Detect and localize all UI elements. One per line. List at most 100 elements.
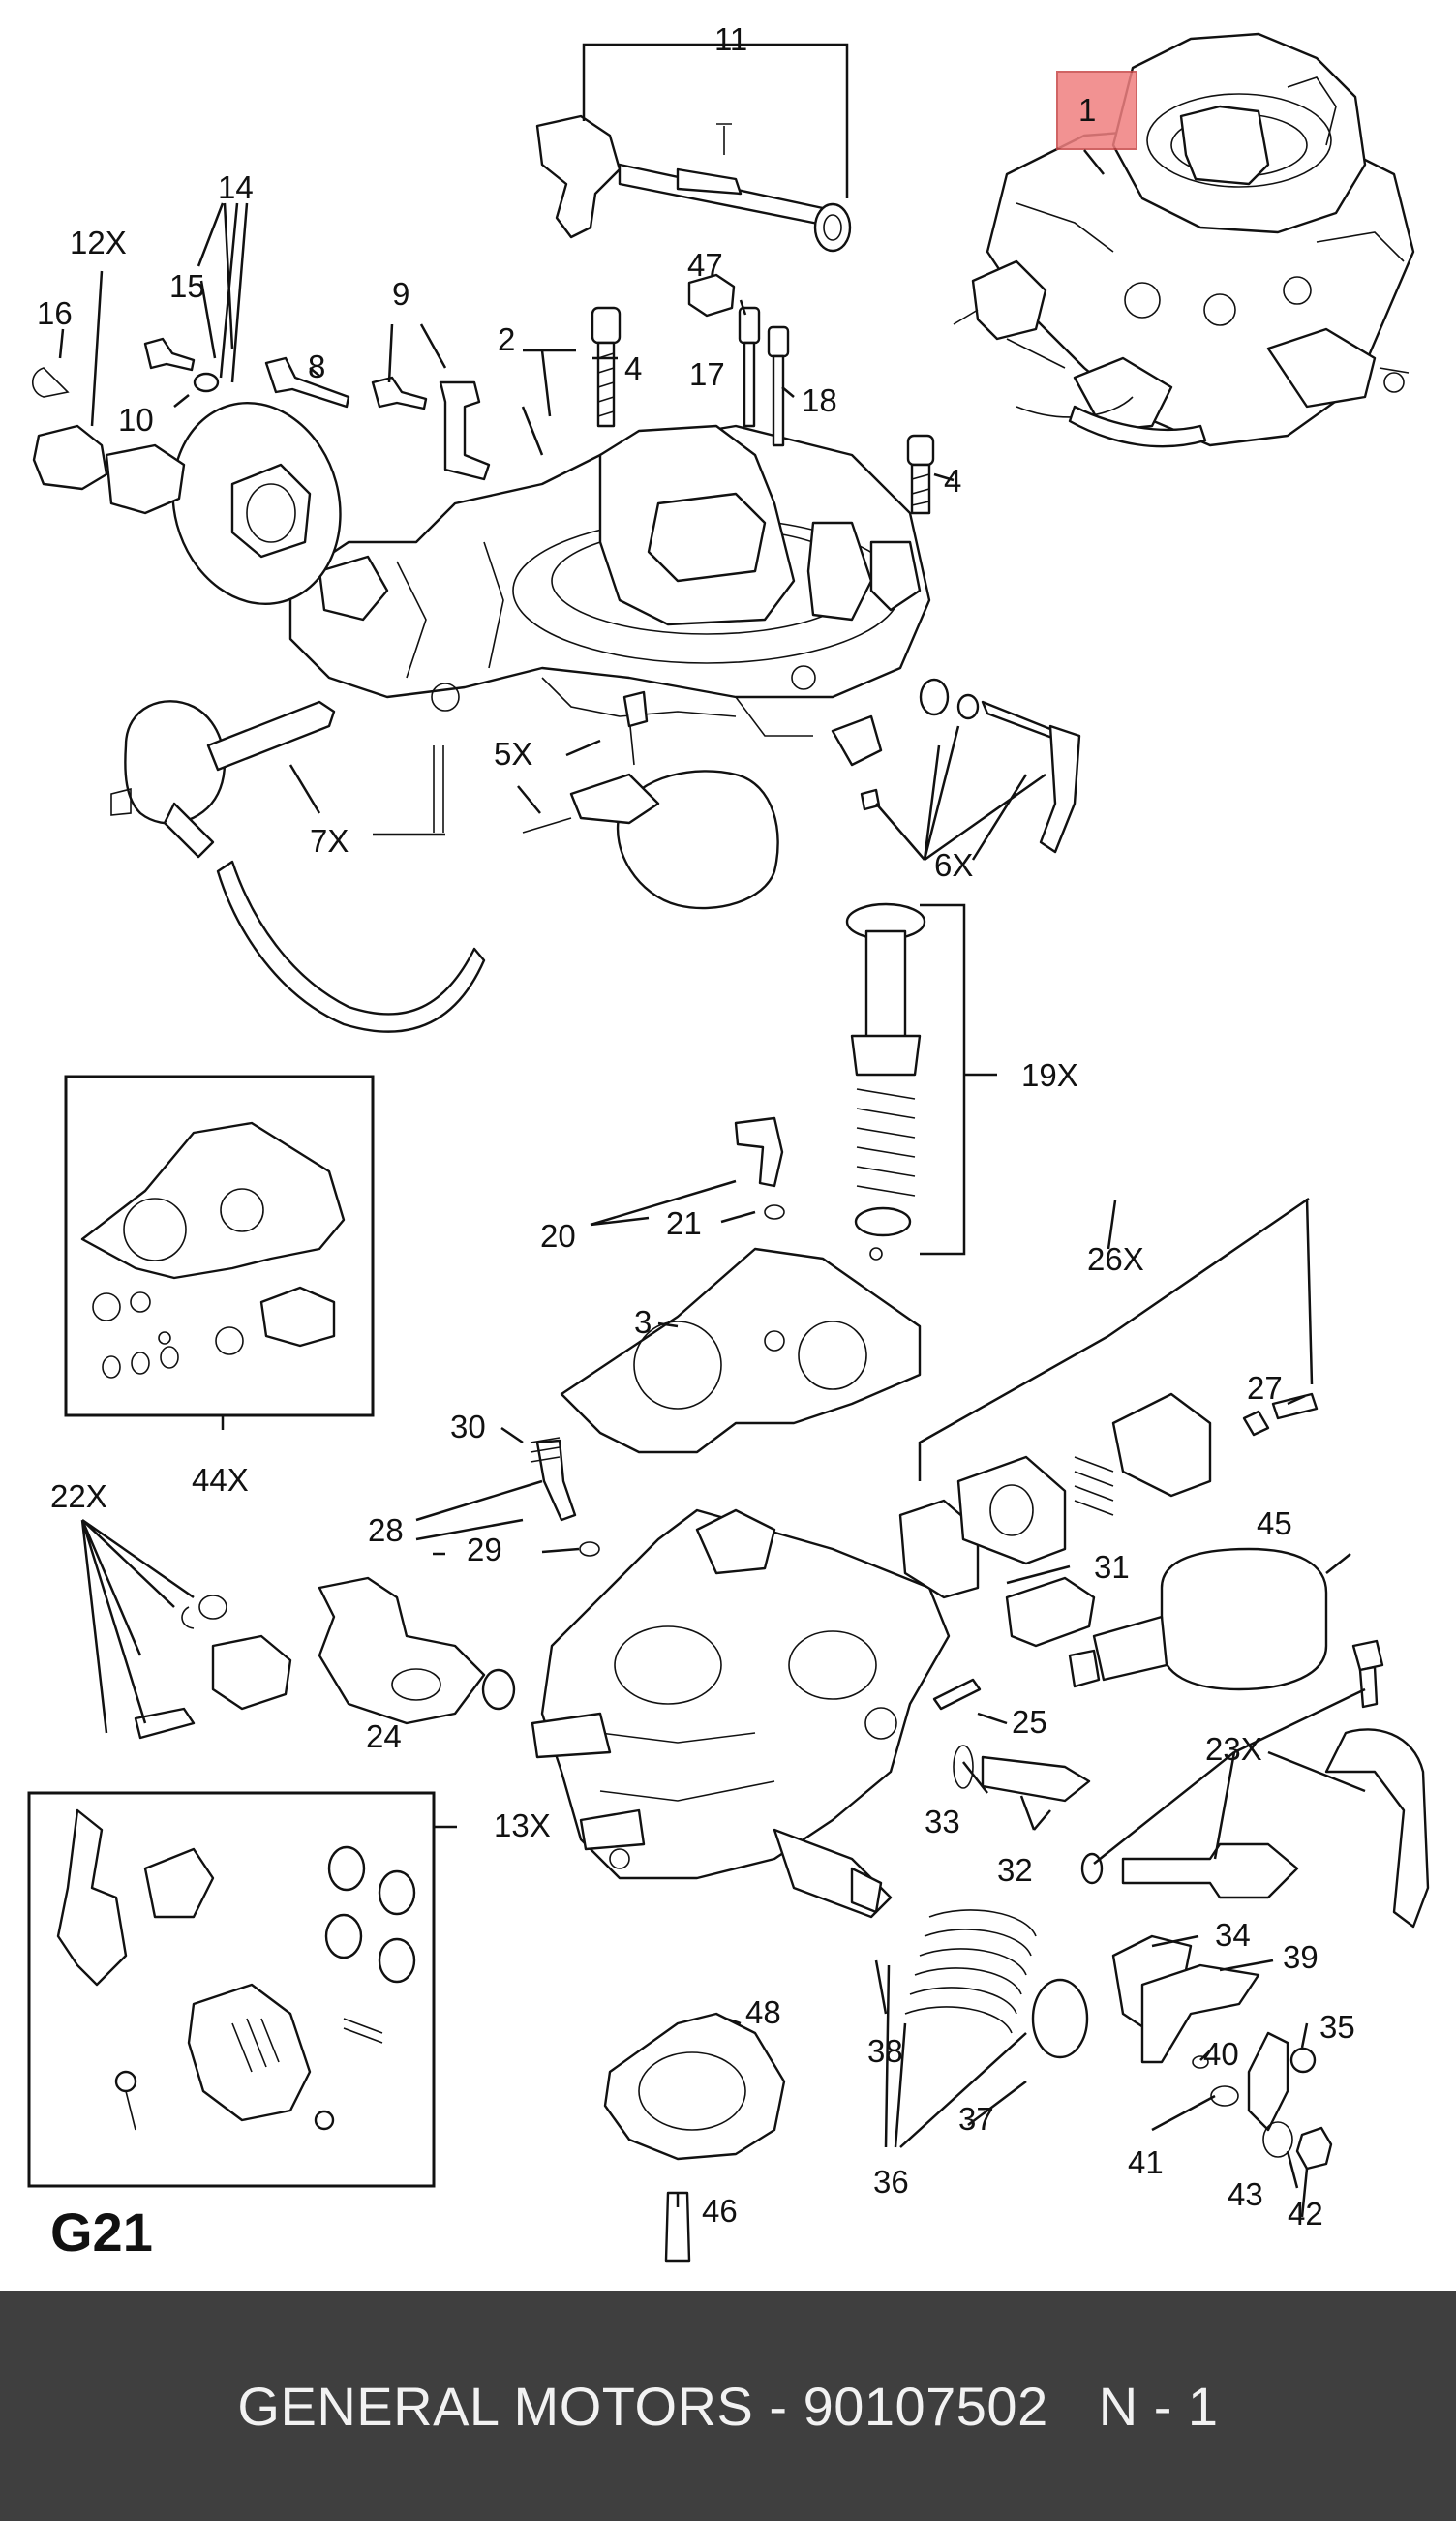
- pin-17: [738, 306, 761, 428]
- callout-3: 3: [634, 1304, 652, 1340]
- washer-14: [193, 372, 220, 393]
- callout-39: 39: [1283, 1939, 1319, 1975]
- callout-29: 29: [467, 1532, 502, 1567]
- callout-32: 32: [997, 1852, 1033, 1888]
- footer-quantity: N - 1: [1098, 2375, 1219, 2437]
- callout-8: 8: [308, 349, 325, 384]
- callout-4-left: 4: [624, 350, 642, 386]
- callout-14: 14: [218, 169, 254, 205]
- callout-43: 43: [1228, 2176, 1263, 2212]
- assembled-carburetor-illustration: [953, 32, 1415, 448]
- callout-37: 37: [958, 2101, 994, 2137]
- callout-45: 45: [1257, 1505, 1292, 1541]
- callout-11: 11: [714, 21, 747, 57]
- callout-6X: 6X: [934, 847, 973, 883]
- gasket-kit-44-illustration: [80, 1121, 346, 1379]
- screw-25: [932, 1678, 982, 1711]
- callout-7X: 7X: [310, 823, 349, 859]
- stud-46: [664, 2191, 691, 2263]
- callout-33: 33: [925, 1804, 960, 1839]
- screw-4-right: [906, 434, 935, 515]
- callout-16: 16: [37, 295, 73, 331]
- nut-47: [687, 273, 736, 318]
- choke-cover-disc: [171, 402, 342, 605]
- washer-29: [579, 1541, 600, 1557]
- washer-33: [953, 1745, 974, 1789]
- throttle-lever-group: [1111, 1934, 1333, 2171]
- solenoid-45: [1068, 1547, 1328, 1691]
- accelerator-pump-5: [522, 690, 779, 910]
- callout-34: 34: [1215, 1917, 1251, 1953]
- carburetor-main-body: [531, 1508, 951, 1919]
- callout-17: 17: [689, 356, 725, 392]
- callout-27: 27: [1247, 1370, 1283, 1406]
- pump-piston-19: [845, 902, 926, 1260]
- callout-1-highlight: [1056, 71, 1138, 150]
- callout-23X: 23X: [1205, 1731, 1262, 1767]
- connector-12: [32, 424, 108, 491]
- footer-bar: GENERAL MOTORS - 90107502 N - 1: [0, 2291, 1456, 2521]
- callout-1: 1: [1078, 92, 1096, 128]
- gasket-3: [560, 1247, 922, 1454]
- exploded-parts-diagram: 1 2 3 4 4 5X 6X 7X 8 9 10 11 12X 13X 14 …: [27, 21, 1430, 2263]
- screw-10: [371, 376, 428, 410]
- o-ring-link: [433, 745, 444, 833]
- callout-13X: 13X: [494, 1807, 551, 1843]
- callout-9: 9: [392, 276, 410, 312]
- spring-30: [530, 1437, 561, 1463]
- callout-labels: 1 2 3 4 4 5X 6X 7X 8 9 10 11 12X 13X 14 …: [37, 21, 1355, 2232]
- callout-26X: 26X: [1087, 1241, 1144, 1277]
- callout-18: 18: [802, 382, 837, 418]
- enrichment-diaphragm-26: [898, 1392, 1319, 1599]
- vacuum-unit-7: [110, 700, 336, 859]
- callout-44X: 44X: [192, 1462, 249, 1498]
- callout-35: 35: [1320, 2009, 1355, 2045]
- footer-brand-part-number: GENERAL MOTORS - 90107502: [237, 2375, 1048, 2437]
- callout-22X: 22X: [50, 1478, 107, 1514]
- screw-8: [264, 356, 350, 409]
- callout-19X: 19X: [1021, 1057, 1078, 1093]
- callout-5X: 5X: [494, 736, 532, 772]
- callout-10: 10: [118, 402, 154, 438]
- callout-20: 20: [540, 1218, 576, 1254]
- throttle-lever-24: [318, 1576, 516, 1725]
- linkage-kit-13-illustration: [56, 1808, 416, 2131]
- jet-20: [734, 1116, 784, 1188]
- gasket-48: [603, 2012, 786, 2161]
- pin-18: [767, 325, 790, 447]
- vacuum-hose: [216, 860, 486, 1033]
- callout-12X: 12X: [70, 225, 127, 260]
- callout-4-right: 4: [944, 463, 961, 499]
- needle-28: [535, 1439, 577, 1522]
- callout-25: 25: [1012, 1704, 1047, 1740]
- gasket-kit-box-44: [64, 1075, 375, 1417]
- carburetor-top-cover: [288, 424, 931, 737]
- connector-plug: [105, 443, 186, 515]
- return-spring-36: [904, 1909, 1089, 2059]
- callout-30: 30: [450, 1409, 486, 1444]
- choke-shaft-11: [535, 114, 852, 253]
- screw-4-left: [591, 306, 622, 428]
- callout-41: 41: [1128, 2144, 1164, 2180]
- idle-screw-23: [1080, 1639, 1430, 1929]
- callout-31: 31: [1094, 1549, 1130, 1585]
- diagram-code: G21: [50, 2202, 153, 2263]
- jet-32: [981, 1755, 1091, 1803]
- callout-15: 15: [169, 268, 205, 304]
- screw-15: [143, 337, 196, 372]
- callout-2: 2: [498, 321, 515, 357]
- clip-16: [31, 367, 70, 398]
- callout-48: 48: [745, 1994, 781, 2030]
- callout-40: 40: [1203, 2036, 1239, 2072]
- o-ring-21: [764, 1204, 785, 1220]
- callout-46: 46: [702, 2193, 738, 2229]
- callout-21: 21: [666, 1205, 702, 1241]
- callout-38: 38: [867, 2033, 903, 2069]
- choke-parts-22: [134, 1595, 292, 1740]
- throttle-linkage-6: [831, 678, 1081, 854]
- linkage-kit-box-13: [27, 1791, 436, 2188]
- leader-lines: [58, 43, 1366, 2218]
- jet-31: [1005, 1576, 1096, 1648]
- callout-28: 28: [368, 1512, 404, 1548]
- callout-24: 24: [366, 1718, 402, 1754]
